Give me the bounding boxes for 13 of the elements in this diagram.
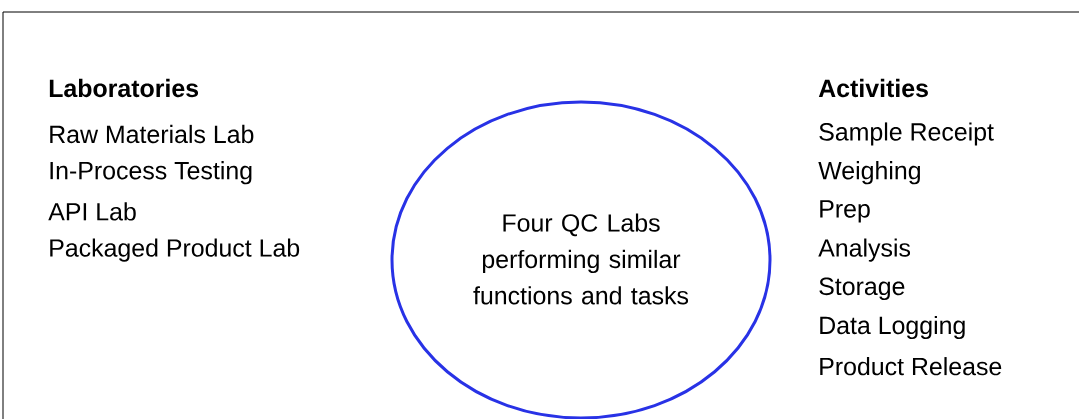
list-item: In-Process Testing — [50, 161, 252, 185]
column-heading: Laboratories — [49, 78, 199, 98]
list-item: Packaged Product Lab — [50, 238, 300, 262]
list-item: Raw Materials Lab — [50, 124, 254, 144]
column-heading: Activities — [818, 78, 928, 98]
list-item: Product Release — [820, 357, 1002, 376]
list-item: API Lab — [48, 202, 136, 221]
list-item: Sample Receipt — [819, 122, 994, 146]
list-item: Data Logging — [820, 315, 965, 340]
list-item: Weighing — [818, 161, 920, 185]
list-item: Storage — [819, 277, 905, 301]
list-item: Analysis — [818, 238, 911, 262]
list-item: Prep — [820, 200, 870, 223]
